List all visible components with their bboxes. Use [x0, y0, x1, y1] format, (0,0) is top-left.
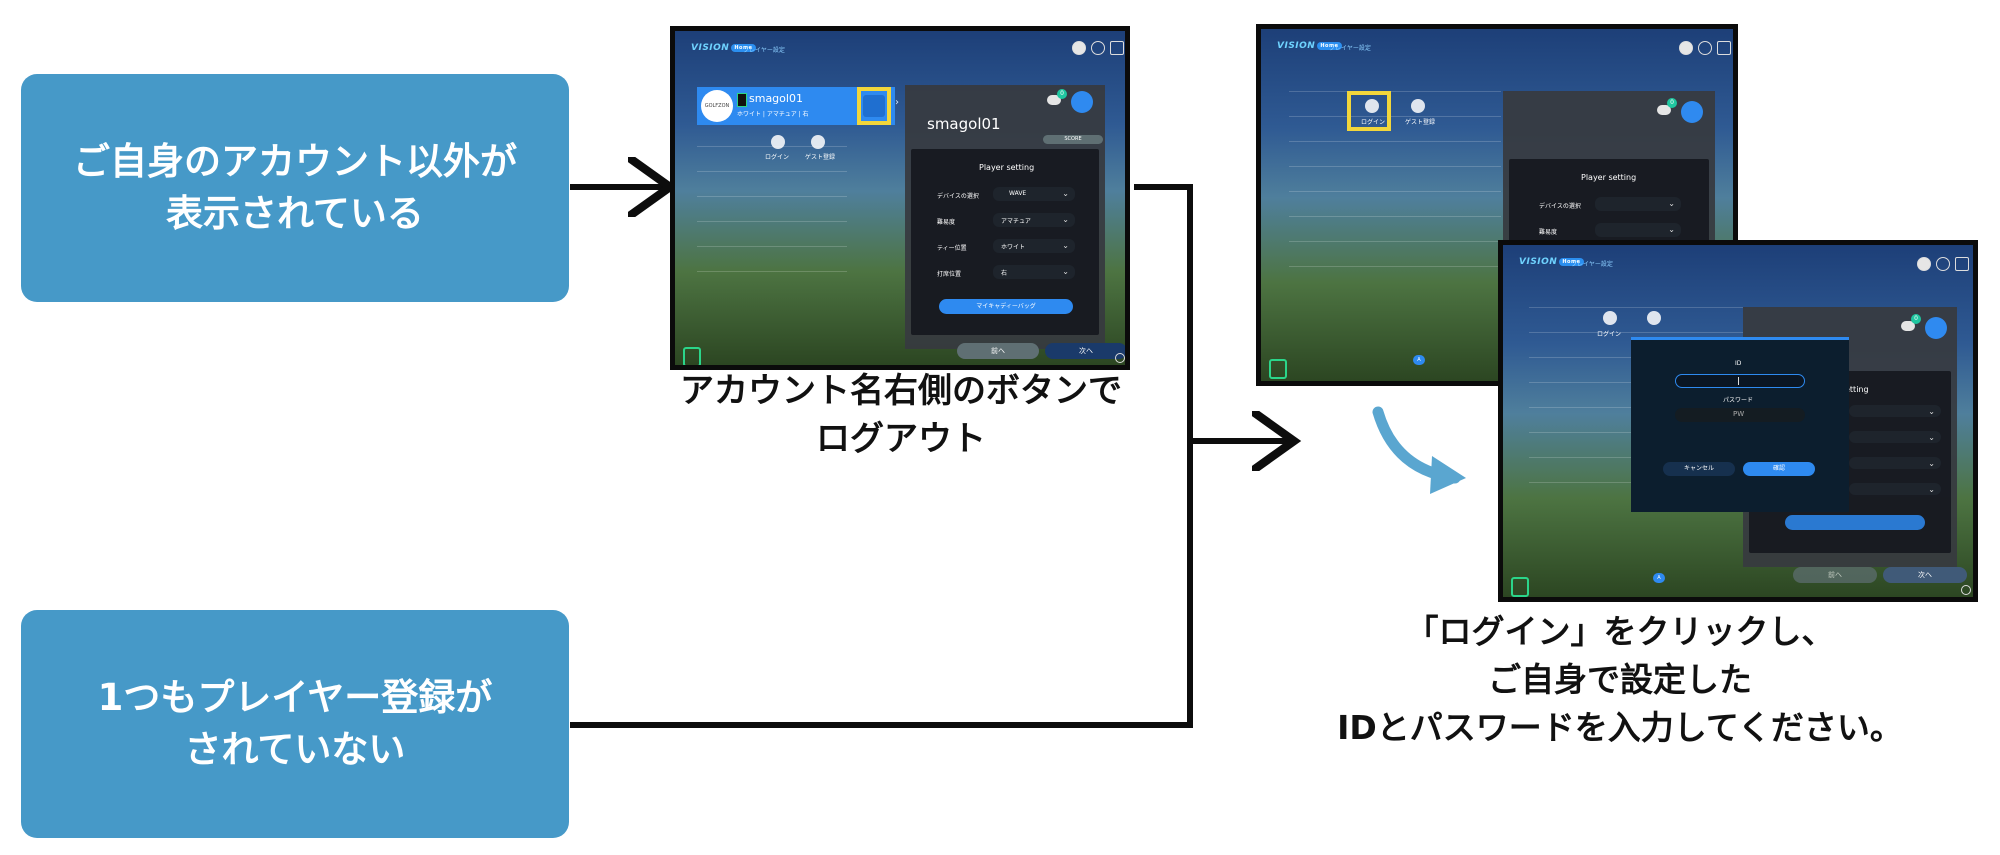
page-title: プレイヤー設定 — [1329, 45, 1371, 52]
cloud-badge: 0 — [1667, 98, 1677, 108]
text-cursor — [1738, 377, 1739, 385]
setting-title: Player setting — [1581, 173, 1637, 182]
difficulty-select[interactable]: アマチュア⌄ — [993, 213, 1075, 227]
avatar[interactable] — [1071, 91, 1093, 113]
caption-logout: アカウント名右側のボタンで ログアウト — [680, 371, 1122, 459]
next-button[interactable]: 次へ — [1045, 343, 1125, 359]
login-label[interactable]: ログイン — [765, 154, 790, 161]
cloud-icon[interactable] — [1657, 105, 1671, 115]
guest-label[interactable]: ゲスト登録 — [805, 154, 836, 161]
next-button[interactable]: 次へ — [1883, 567, 1967, 583]
cloud-badge: 0 — [1057, 89, 1067, 99]
device-select[interactable]: WAVE⌄ — [993, 187, 1075, 201]
setting-title: Player setting — [979, 163, 1035, 172]
gear-icon[interactable] — [1091, 41, 1105, 55]
prev-button[interactable]: 前へ — [957, 343, 1039, 359]
login-label[interactable]: ログイン — [1361, 119, 1386, 126]
page-title: プレイヤー設定 — [1571, 261, 1613, 268]
login-button-highlight — [1347, 91, 1391, 131]
pw-label: パスワード — [1723, 397, 1754, 404]
card-reader-icon[interactable] — [1269, 359, 1287, 379]
row-label-difficulty: 難易度 — [1539, 229, 1558, 236]
cloud-icon[interactable] — [1901, 321, 1915, 331]
page-indicator: A — [1413, 355, 1425, 365]
caddie-bag-button[interactable] — [1785, 515, 1925, 530]
card-icon — [737, 93, 747, 107]
exit-icon[interactable] — [1717, 41, 1731, 55]
difficulty-select[interactable]: ⌄ — [1595, 223, 1681, 237]
card-reader-icon[interactable] — [1511, 577, 1529, 597]
id-input[interactable] — [1675, 374, 1805, 388]
score-pill: SCORE — [1043, 135, 1103, 144]
page-indicator: A — [1653, 573, 1665, 583]
card-reader-icon[interactable] — [683, 347, 701, 365]
corner-settings-icon[interactable] — [1115, 353, 1125, 363]
login-label[interactable]: ログイン — [1597, 331, 1622, 338]
caddie-bag-button[interactable]: マイキャディーバッグ — [939, 299, 1073, 314]
tee-select[interactable]: ホワイト⌄ — [993, 239, 1075, 253]
account-name: smagol01 — [749, 92, 803, 105]
row-label-device: デバイスの選択 — [937, 193, 979, 200]
gear-icon[interactable] — [1698, 41, 1712, 55]
profile-icon[interactable] — [1917, 257, 1931, 271]
cloud-icon[interactable] — [1047, 95, 1061, 105]
select-3[interactable]: ⌄ — [1849, 457, 1941, 469]
curved-arrow-blue-head — [1430, 456, 1466, 494]
login-icon[interactable] — [1603, 311, 1617, 325]
exit-icon[interactable] — [1955, 257, 1969, 271]
page-title: プレイヤー設定 — [743, 47, 785, 54]
select-4[interactable]: ⌄ — [1849, 483, 1941, 495]
confirm-button[interactable]: 確認 — [1743, 462, 1815, 476]
guest-icon[interactable] — [1647, 311, 1661, 325]
pw-input[interactable]: PW — [1675, 408, 1805, 422]
row-label-difficulty: 難易度 — [937, 219, 956, 226]
prev-button[interactable]: 前へ — [1793, 567, 1877, 583]
exit-icon[interactable] — [1110, 41, 1124, 55]
cancel-button[interactable]: キャンセル — [1663, 462, 1735, 476]
condition-box-other-account: ご自身のアカウント以外が 表示されている — [21, 74, 569, 302]
stance-select[interactable]: 右⌄ — [993, 265, 1075, 279]
select-2[interactable]: ⌄ — [1849, 431, 1941, 443]
row-label-device: デバイスの選択 — [1539, 203, 1581, 210]
row-label-tee: ティー位置 — [937, 245, 967, 252]
collapse-chevron[interactable]: › — [895, 97, 899, 108]
select-1[interactable]: ⌄ — [1849, 405, 1941, 417]
row-label-stance: 打席位置 — [937, 271, 962, 278]
id-label: ID — [1735, 360, 1742, 367]
logout-button-highlight — [857, 87, 891, 125]
player-panel: 0 smagol01 SCORE Player setting デバイスの選択 … — [905, 85, 1105, 349]
account-sub: ホワイト | アマチュア | 右 — [737, 111, 809, 118]
golfzon-logo: GOLFZON — [701, 90, 733, 122]
profile-icon[interactable] — [1679, 41, 1693, 55]
setting-title-partial: etting — [1845, 385, 1869, 394]
caption-login: 「ログイン」をクリックし、 ご自身で設定した IDとパスワードを入力してください… — [1337, 612, 1903, 747]
account-row[interactable]: GOLFZON smagol01 ホワイト | アマチュア | 右 — [697, 87, 895, 125]
profile-icon[interactable] — [1072, 41, 1086, 55]
guest-icon[interactable] — [811, 135, 825, 149]
gear-icon[interactable] — [1936, 257, 1950, 271]
guest-label[interactable]: ゲスト登録 — [1405, 119, 1436, 126]
device-select[interactable]: ⌄ — [1595, 197, 1681, 211]
avatar[interactable] — [1925, 317, 1947, 339]
panel-player-name: smagol01 — [927, 115, 1001, 133]
cloud-badge: 0 — [1911, 314, 1921, 324]
guest-icon[interactable] — [1411, 99, 1425, 113]
login-icon[interactable] — [771, 135, 785, 149]
login-icon[interactable] — [1365, 99, 1379, 113]
player-setting-box: Player setting デバイスの選択 WAVE⌄ 難易度 アマチュア⌄ … — [911, 149, 1099, 335]
condition-box-no-player: 1つもプレイヤー登録が されていない — [21, 610, 569, 838]
player-list-bg — [1289, 91, 1501, 291]
player-list-bg — [697, 121, 847, 296]
connector-shot1-to-bus — [570, 184, 1193, 728]
avatar[interactable] — [1681, 101, 1703, 123]
login-modal: ID パスワード PW キャンセル 確認 — [1631, 337, 1849, 512]
corner-settings-icon[interactable] — [1961, 585, 1971, 595]
logout-user-icon[interactable] — [863, 95, 885, 117]
